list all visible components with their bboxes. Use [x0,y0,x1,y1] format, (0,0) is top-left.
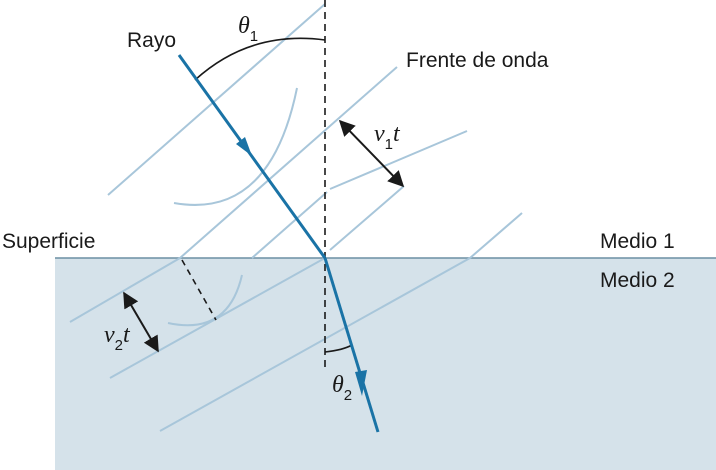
v1t-base: v [374,121,385,147]
incident-ray [177,54,327,259]
wavelet-arc-medium1 [173,87,298,206]
medium2-label: Medio 2 [600,269,675,292]
theta1-arc [194,37,326,81]
surface-label: Superficie [2,230,95,253]
v1t-tail: t [393,121,401,147]
incident-wavefronts [107,3,523,259]
wavefront-line-5 [469,212,523,259]
refracted-wavefront-1 [69,257,181,323]
wavefront-line-1 [107,3,326,196]
refracted-wavefront-3 [159,257,471,432]
v2t-tail: t [123,322,131,348]
ray-label: Rayo [127,29,176,52]
medium2-region [55,258,716,470]
v2t-double-arrow [123,291,159,353]
theta1-base: θ [238,13,250,39]
refracted-ray-arrowhead [355,370,367,396]
medium1-label: Medio 1 [600,230,675,253]
theta2-label: θ2 [332,372,352,404]
wavefront-line-4 [329,185,405,251]
v1t-sub: 1 [385,136,393,153]
wavefront-line-3 [251,191,328,259]
theta1-sub: 1 [250,28,258,45]
theta2-base: θ [332,372,344,398]
wavelength-dashed-medium2 [181,259,217,321]
v1t-label: v1t [374,121,401,153]
wavefront-label: Frente de onda [406,49,549,72]
v1t-double-arrow [338,119,405,188]
v2t-base: v [104,322,115,348]
theta1-label: θ1 [238,13,258,45]
v2t-label: v2t [104,322,131,354]
theta2-sub: 2 [344,387,352,404]
wavefront-line-2 [179,66,398,259]
incident-ray-arrowhead [236,137,252,156]
wavelet-arc-medium2 [167,274,243,327]
v2t-sub: 2 [115,337,123,354]
refracted-ray [323,257,380,433]
